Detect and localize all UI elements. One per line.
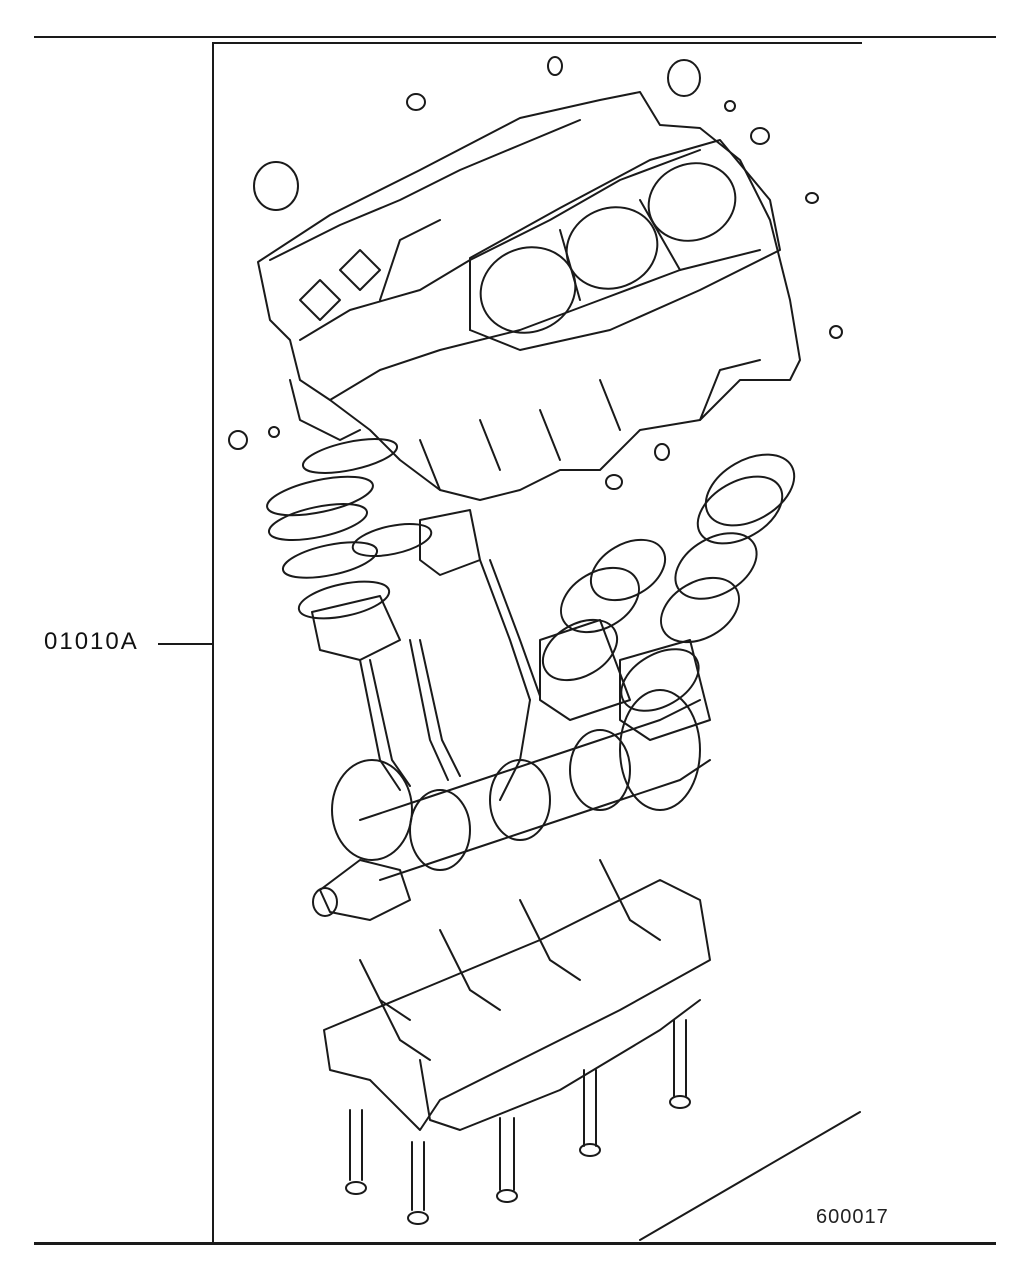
part-number-callout[interactable]: 01010A	[44, 628, 139, 655]
diagram-code: 600017	[816, 1206, 889, 1228]
cylinder-block	[257, 91, 801, 501]
floor-line	[639, 1111, 861, 1241]
head-gasket-bores	[469, 139, 781, 351]
plug-parts	[228, 56, 843, 490]
bearing-bedplate	[323, 859, 711, 1131]
right-pistons	[539, 619, 711, 741]
left-bank-bores	[269, 119, 581, 321]
bottom-rule	[34, 1242, 996, 1245]
right-piston-rings	[542, 453, 796, 712]
left-piston-rings	[266, 438, 433, 620]
left-pistons	[311, 509, 481, 661]
top-rule	[34, 36, 996, 38]
crankshaft	[312, 689, 711, 921]
diagram-frame	[212, 42, 862, 1242]
bolts	[345, 1019, 691, 1225]
callout-leader-line	[158, 643, 212, 645]
